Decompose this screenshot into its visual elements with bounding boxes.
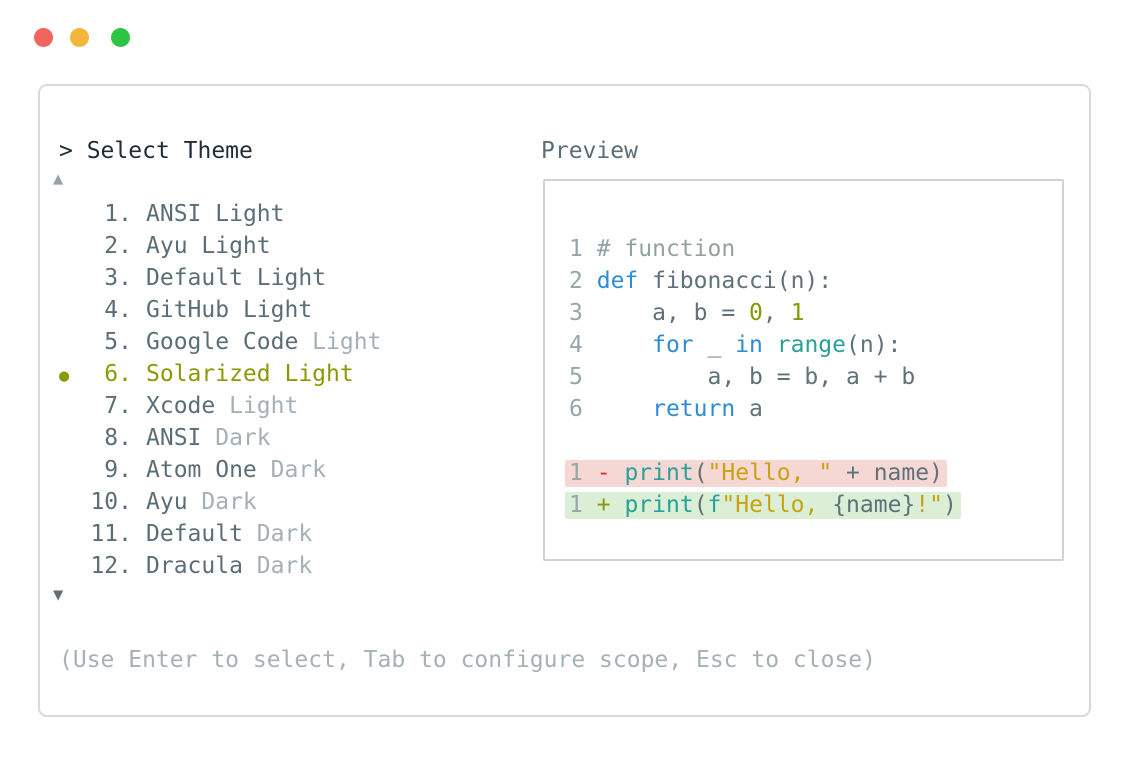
theme-item-9[interactable]: 9. Atom One Dark [59, 454, 381, 486]
theme-number: 8. [104, 425, 132, 451]
code-line: 1 # function [569, 236, 736, 262]
theme-variant: Dark [201, 489, 257, 515]
code-line: 4 for _ in range(n): [569, 332, 902, 358]
footer-hint: (Use Enter to select, Tab to configure s… [59, 647, 876, 673]
zoom-button[interactable] [111, 28, 130, 47]
theme-number: 3. [104, 265, 132, 291]
diff-line-added: 1 + print(f"Hello, {name}!") [565, 489, 1062, 521]
theme-name: Atom One [146, 457, 271, 483]
theme-variant: Light [312, 329, 382, 355]
theme-name: ANSI [146, 201, 216, 227]
theme-number: 12. [90, 553, 132, 579]
dialog-title-text: Select Theme [86, 138, 253, 164]
minimize-button[interactable] [70, 28, 89, 47]
theme-variant: Light [229, 393, 299, 419]
theme-variant: Light [201, 233, 271, 259]
theme-item-6[interactable]: ● 6. Solarized Light [59, 358, 381, 390]
selected-marker-icon: ● [59, 366, 70, 386]
theme-name: Dracula [146, 553, 257, 579]
theme-item-1[interactable]: 1. ANSI Light [59, 198, 381, 230]
theme-item-12[interactable]: 12. Dracula Dark [59, 550, 381, 582]
theme-name: Default [146, 521, 257, 547]
scroll-up-icon[interactable]: ▲ [53, 169, 64, 189]
theme-name: ANSI [146, 425, 216, 451]
theme-item-7[interactable]: 7. Xcode Light [59, 390, 381, 422]
theme-item-8[interactable]: 8. ANSI Dark [59, 422, 381, 454]
code-line: 5 a, b = b, a + b [569, 364, 916, 390]
theme-variant: Light [256, 265, 327, 291]
theme-number: 1. [104, 201, 132, 227]
code-line: 6 return a [569, 396, 763, 422]
theme-item-4[interactable]: 4. GitHub Light [59, 294, 381, 326]
scroll-down-icon[interactable]: ▼ [53, 585, 64, 605]
theme-number: 10. [90, 489, 132, 515]
code-line: 2 def fibonacci(n): [569, 268, 833, 294]
theme-variant: Dark [256, 553, 313, 579]
theme-item-10[interactable]: 10. Ayu Dark [59, 486, 381, 518]
theme-name: Default [146, 265, 257, 291]
theme-item-11[interactable]: 11. Default Dark [59, 518, 381, 550]
theme-number: 11. [90, 521, 132, 547]
diff-line-removed: 1 - print("Hello, " + name) [565, 457, 1062, 489]
code-blank-line [569, 425, 1062, 457]
theme-variant: Dark [270, 457, 327, 483]
theme-name: Ayu [146, 233, 202, 259]
theme-name: Google Code [146, 329, 313, 355]
theme-number: 4. [104, 297, 132, 323]
theme-number: 5. [104, 329, 132, 355]
theme-number: 6. [104, 361, 132, 387]
theme-number: 2. [104, 233, 132, 259]
dialog-title: > Select Theme [59, 135, 253, 167]
code-line: 3 a, b = 0, 1 [569, 300, 805, 326]
theme-variant: Light [215, 201, 285, 227]
close-button[interactable] [34, 28, 53, 47]
theme-selector-panel: > Select Theme Preview ▲ 1. ANSI Light 2. A… [38, 84, 1091, 717]
theme-variant: Dark [215, 425, 271, 451]
theme-name: Ayu [146, 489, 202, 515]
theme-item-5[interactable]: 5. Google Code Light [59, 326, 381, 358]
theme-item-2[interactable]: 2. Ayu Light [59, 230, 381, 262]
preview-label: Preview [541, 138, 638, 164]
theme-name: Xcode [146, 393, 230, 419]
prompt-symbol: > [59, 138, 87, 164]
theme-number: 9. [104, 457, 132, 483]
theme-variant: Light [242, 297, 313, 323]
code-preview: 1 # function 2 def fibonacci(n): 3 a, b = … [545, 181, 1062, 521]
theme-number: 7. [104, 393, 132, 419]
theme-name: GitHub [146, 297, 243, 323]
theme-variant: Light [284, 361, 354, 387]
theme-variant: Dark [256, 521, 313, 547]
preview-box: 1 # function 2 def fibonacci(n): 3 a, b = … [543, 179, 1064, 561]
theme-item-3[interactable]: 3. Default Light [59, 262, 381, 294]
theme-name: Solarized [146, 361, 285, 387]
